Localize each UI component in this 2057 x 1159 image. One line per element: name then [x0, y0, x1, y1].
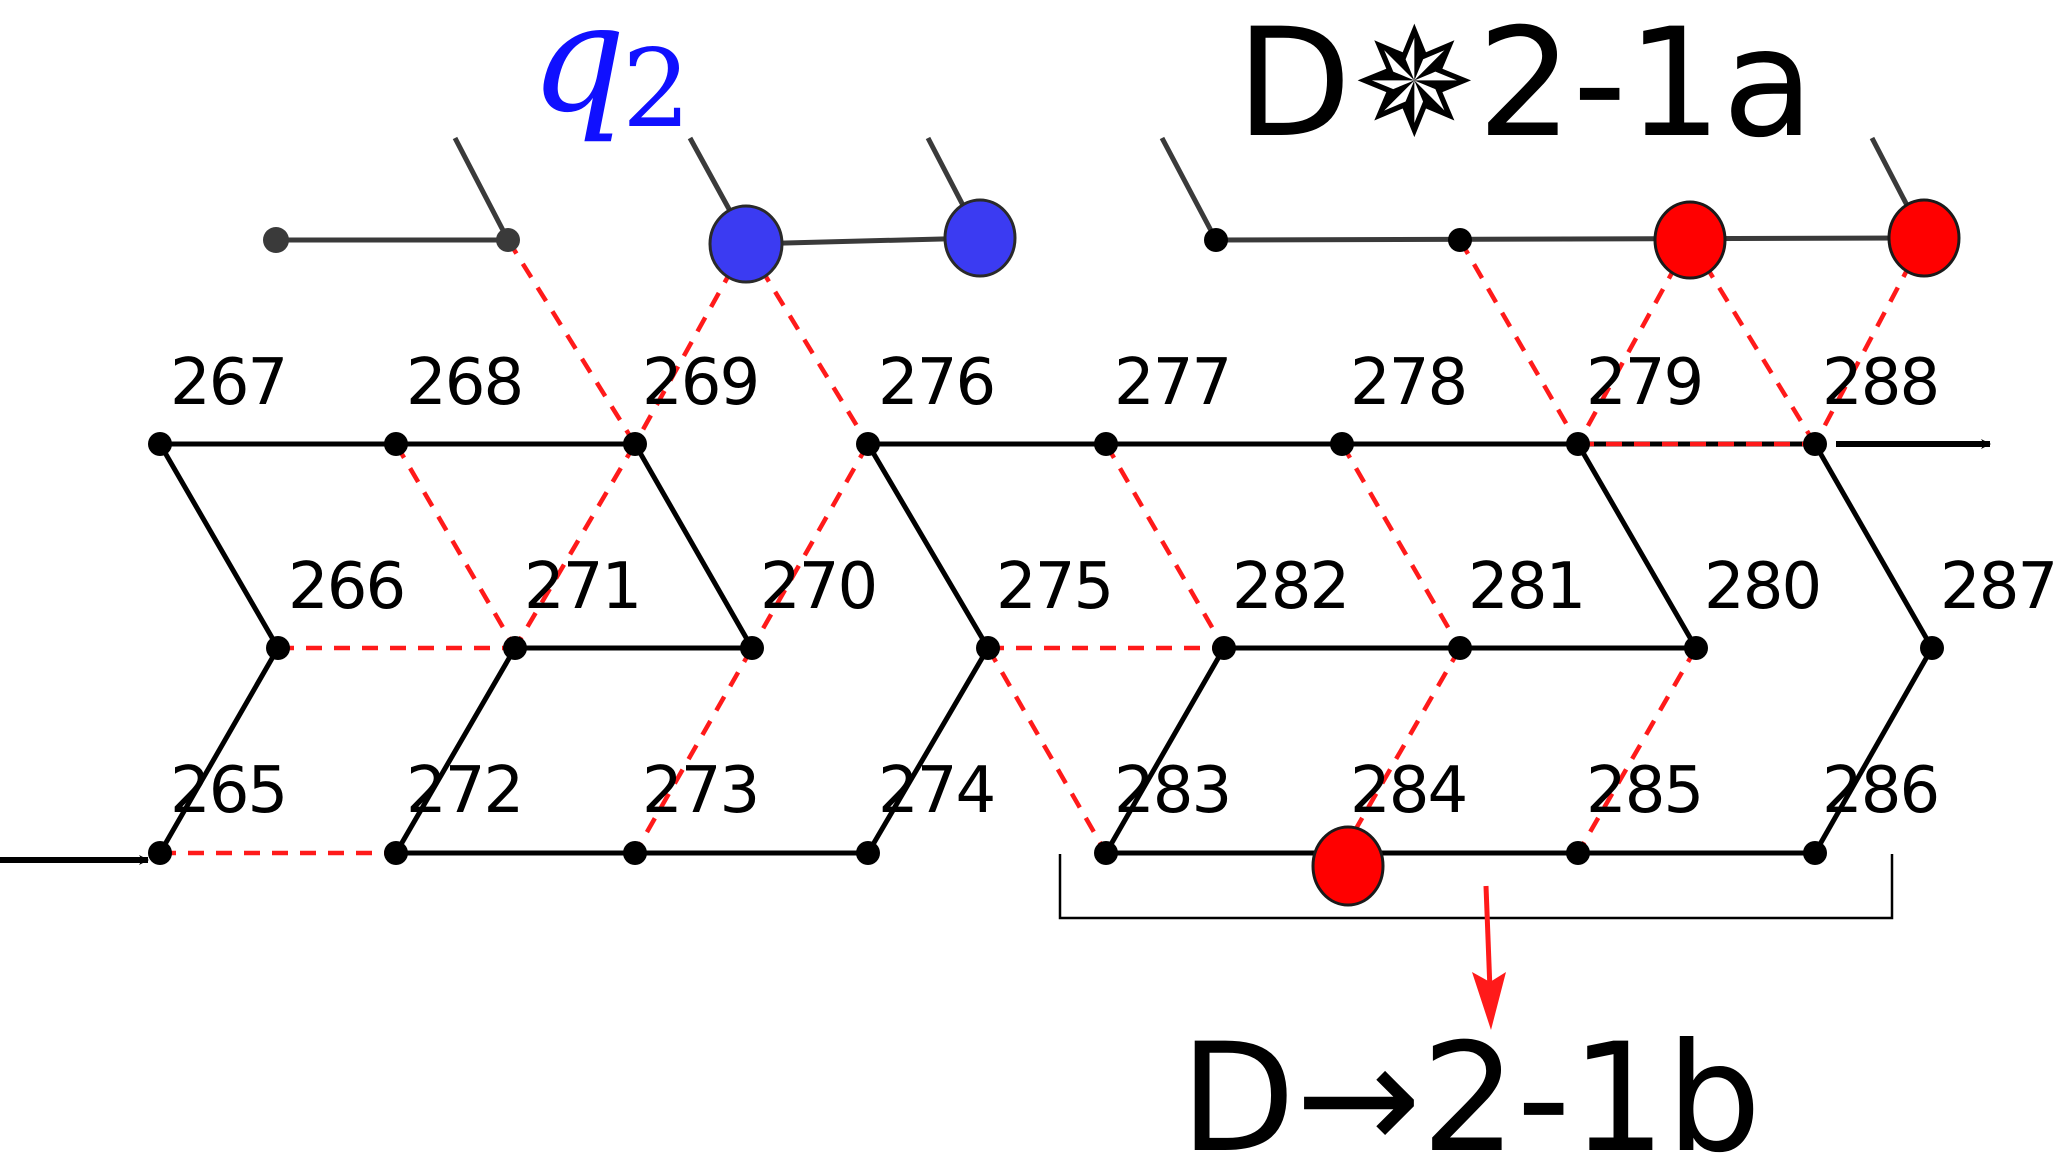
label-280: 280 [1704, 550, 1820, 624]
red-site-284 [1311, 825, 1385, 907]
dashed-bond [1340, 442, 1462, 650]
node-279 [1566, 432, 1590, 456]
node-269 [623, 432, 647, 456]
blue-site-q2 [708, 204, 784, 284]
gray-bond [1215, 235, 1925, 243]
bracket-2-1b [1058, 854, 1894, 1030]
dashed-bond [633, 646, 754, 855]
node-274 [856, 841, 880, 865]
node-283 [1094, 841, 1118, 865]
gray-bond [452, 136, 511, 242]
label-272: 272 [406, 754, 522, 828]
red-arrow-shaft [1483, 885, 1493, 991]
label-274: 274 [878, 754, 994, 828]
chain-node [1448, 228, 1472, 252]
node-271 [503, 636, 527, 660]
dashed-bond [1576, 646, 1698, 855]
annotations: q 2 D✵2-1a D→2-1b [530, 0, 1814, 1159]
label-281: 281 [1468, 550, 1584, 624]
label-287: 287 [1940, 550, 2056, 624]
label-279: 279 [1586, 346, 1702, 420]
bond [157, 442, 281, 650]
bond [157, 646, 281, 855]
bond [632, 442, 755, 650]
node-265 [148, 841, 172, 865]
label-270: 270 [760, 550, 876, 624]
dashed-bond [1104, 442, 1226, 650]
label-284: 284 [1350, 754, 1466, 828]
chain-node [496, 228, 520, 252]
node-273 [623, 841, 647, 865]
label-276: 276 [878, 346, 994, 420]
node-266 [266, 636, 290, 660]
red-site [1653, 200, 1727, 280]
bracket [1058, 854, 1894, 920]
dashed-bond [513, 442, 637, 650]
dashed-bond [1340, 646, 1462, 855]
dashed-bond [1458, 238, 1580, 446]
label-266: 266 [288, 550, 404, 624]
label-278: 278 [1350, 346, 1466, 420]
label-265: 265 [170, 754, 286, 828]
node-288 [1803, 432, 1827, 456]
label-277: 277 [1114, 346, 1230, 420]
label-288: 288 [1822, 346, 1938, 420]
red-arrow-head [1472, 972, 1506, 1030]
dashed-bond [750, 442, 870, 650]
dashed-bond [1688, 238, 1817, 446]
red-site [1887, 198, 1961, 278]
node-286 [1803, 841, 1827, 865]
node-276 [856, 432, 880, 456]
label-283: 283 [1114, 754, 1230, 828]
node-labels: 267 268 269 276 277 278 279 288 266 271 … [170, 346, 2057, 828]
blue-site [943, 198, 1017, 278]
chain-node [1204, 228, 1228, 252]
node-278 [1330, 432, 1354, 456]
bond [1812, 442, 1935, 650]
label-271: 271 [524, 550, 640, 624]
node-287 [1920, 636, 1944, 660]
node-268 [384, 432, 408, 456]
node-272 [384, 841, 408, 865]
node-275 [976, 636, 1000, 660]
node-282 [1212, 636, 1236, 660]
bond [865, 442, 991, 650]
label-269: 269 [642, 346, 758, 420]
gray-bond [1159, 136, 1219, 242]
label-285: 285 [1586, 754, 1702, 828]
flow-arrows [0, 439, 1991, 865]
chain-node [263, 227, 289, 253]
node-277 [1094, 432, 1118, 456]
bond [865, 646, 991, 855]
node-281 [1448, 636, 1472, 660]
label-275: 275 [996, 550, 1112, 624]
node-285 [1566, 841, 1590, 865]
q2-label: q [530, 0, 626, 146]
label-273: 273 [642, 754, 758, 828]
gray-bond [745, 235, 981, 247]
bond [1812, 646, 1935, 855]
label-267: 267 [170, 346, 286, 420]
bond [393, 646, 518, 855]
highlight-sites [708, 198, 1961, 907]
node-267 [148, 432, 172, 456]
label-282: 282 [1232, 550, 1348, 624]
node-280 [1684, 636, 1708, 660]
label-268: 268 [406, 346, 522, 420]
dashed-bond [986, 646, 1108, 855]
top-chain [276, 136, 1927, 247]
label-d-2-1b: D→2-1b [1180, 1012, 1761, 1159]
dashed-bond [506, 238, 637, 446]
q2-subscript: 2 [622, 27, 691, 152]
label-d-2-1a: D✵2-1a [1236, 0, 1814, 171]
label-286: 286 [1822, 754, 1938, 828]
nodes [148, 227, 1944, 865]
node-270 [740, 636, 764, 660]
bond [1103, 646, 1227, 855]
dashed-bond [394, 442, 517, 650]
dashed-bond [744, 242, 870, 446]
bond [1575, 442, 1699, 650]
